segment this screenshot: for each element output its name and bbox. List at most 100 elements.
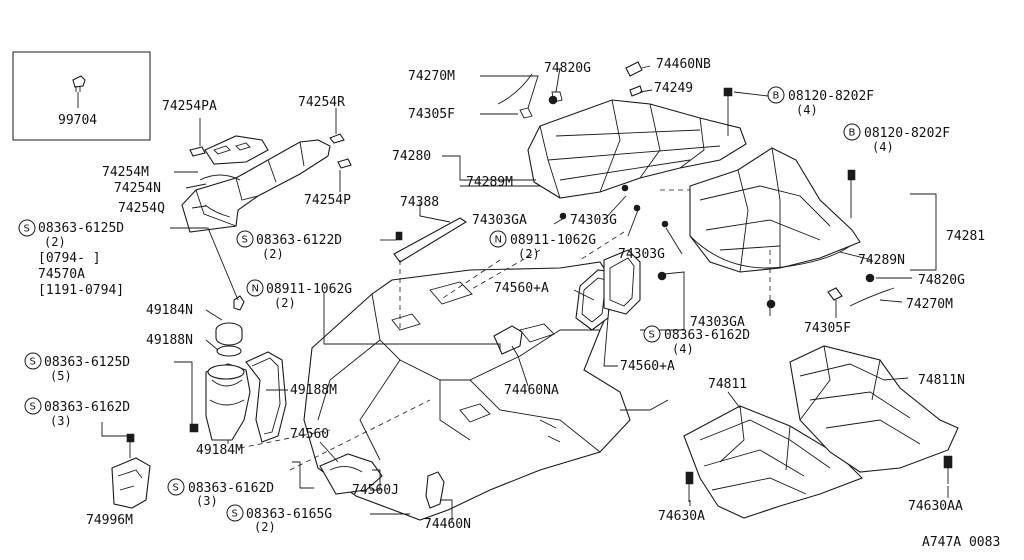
callout-08911-1062G-a-qty: (2)	[274, 296, 296, 310]
prefix-s-letter: S	[24, 224, 30, 235]
callout-74249: 74249	[654, 81, 693, 96]
callout-08363-6162D-a-qty: (3)	[50, 414, 72, 428]
prefix-s-letter: S	[30, 402, 36, 413]
callout-08911-1062G-a: 08911-1062G	[266, 282, 352, 297]
callout-74570A: 74570A	[38, 267, 85, 282]
inset-box	[12, 51, 151, 141]
under-cover-74811-drawing	[683, 405, 863, 519]
callout-74560-plus-a-2: 74560+A	[620, 359, 675, 374]
callout-49188N: 49188N	[146, 333, 193, 348]
callout-74460N: 74460N	[424, 517, 471, 532]
prefix-b-mark	[767, 86, 785, 104]
prefix-n-letter: N	[252, 284, 259, 295]
prefix-s-letter: S	[242, 235, 248, 246]
callout-08120-8202F-b-qty: (4)	[872, 140, 894, 154]
callout-08363-6125D-qty: (2)	[44, 235, 66, 249]
callout-74811: 74811	[708, 377, 747, 392]
diagram-code: A747A 0083	[922, 535, 1000, 550]
fender-liner-drawing	[181, 133, 352, 233]
projection-lines	[239, 189, 771, 471]
under-cover-74811N-drawing	[789, 345, 959, 484]
cover-74280-drawing	[497, 61, 747, 220]
callout-74820G-b: 74820G	[918, 273, 965, 288]
prefix-s-mark	[18, 219, 36, 237]
callout-08363-6162D-b: 08363-6162D	[664, 328, 750, 343]
leader-lines	[77, 65, 949, 522]
prefix-b-mark	[843, 123, 861, 141]
callout-74254M: 74254M	[102, 165, 149, 180]
callout-08363-6162D-a: 08363-6162D	[44, 400, 130, 415]
callout-74460NB: 74460NB	[656, 57, 711, 72]
callout-74811N: 74811N	[918, 373, 965, 388]
plug-49184N-drawing	[215, 295, 245, 357]
callout-74560-plus-a: 74560+A	[494, 281, 549, 296]
callout-08363-6165G-qty: (2)	[254, 520, 276, 534]
callout-74254N: 74254N	[114, 181, 161, 196]
callout-date-0794: [0794- ]	[38, 251, 101, 266]
prefix-s-letter: S	[173, 483, 179, 494]
callout-08120-8202F-b: 08120-8202F	[864, 126, 950, 141]
prefix-s-letter: S	[649, 330, 655, 341]
prefix-s-letter: S	[30, 357, 36, 368]
callout-74281: 74281	[946, 229, 985, 244]
callout-74254PA: 74254PA	[162, 99, 217, 114]
prefix-b-letter: B	[773, 91, 780, 102]
callouts: 99704 74254PA 74254R 74254M 74254N 74254…	[18, 57, 1000, 550]
prefix-s-mark	[167, 478, 185, 496]
callout-74270M-a: 74270M	[408, 69, 455, 84]
prefix-s-mark	[24, 352, 42, 370]
callout-08363-6125D-b: 08363-6125D	[44, 355, 130, 370]
prefix-n-mark	[246, 279, 264, 297]
callout-74270M-b: 74270M	[906, 297, 953, 312]
callout-99704: 99704	[58, 113, 97, 128]
callout-74289M: 74289M	[466, 175, 513, 190]
callout-74388: 74388	[400, 195, 439, 210]
callout-74289N: 74289N	[858, 253, 905, 268]
callout-74820G-a: 74820G	[544, 61, 591, 76]
prefix-s-mark	[226, 504, 244, 522]
clip-99704-drawing	[72, 75, 86, 92]
callout-08363-6165G: 08363-6165G	[246, 507, 332, 522]
callout-74996M: 74996M	[86, 513, 133, 528]
prefix-b-letter: B	[849, 128, 856, 139]
callout-74303GA-b: 74303GA	[690, 315, 745, 330]
callout-74305F-a: 74305F	[408, 107, 455, 122]
callout-74630AA: 74630AA	[908, 499, 963, 514]
filler-boot-drawing	[189, 351, 287, 443]
callout-74254R: 74254R	[298, 95, 345, 110]
callout-74560: 74560	[290, 427, 329, 442]
cover-74281-drawing	[657, 147, 895, 309]
callout-74280: 74280	[392, 149, 431, 164]
callout-74303G-a: 74303G	[570, 213, 617, 228]
callout-08120-8202F-a-qty: (4)	[796, 103, 818, 117]
prefix-n-mark	[489, 230, 507, 248]
callout-74630A: 74630A	[658, 509, 705, 524]
callout-08363-6125D-b-qty: (5)	[50, 369, 72, 383]
prefix-n-letter: N	[495, 235, 502, 246]
prefix-s-letter: S	[232, 509, 238, 520]
prefix-s-mark	[24, 397, 42, 415]
callout-08363-6122D: 08363-6122D	[256, 233, 342, 248]
callout-49184M: 49184M	[196, 443, 243, 458]
callout-date-1191: [1191-0794]	[38, 283, 124, 298]
callout-74254Q: 74254Q	[118, 201, 165, 216]
prefix-s-mark	[643, 325, 661, 343]
prefix-s-mark	[236, 230, 254, 248]
callout-08363-6162D-c: 08363-6162D	[188, 481, 274, 496]
callout-49184N: 49184N	[146, 303, 193, 318]
reinforcement-74388-drawing	[393, 217, 468, 263]
callout-08120-8202F-a: 08120-8202F	[788, 89, 874, 104]
callout-74303G-b: 74303G	[618, 247, 665, 262]
callout-74254P: 74254P	[304, 193, 351, 208]
callout-08911-1062G-b-qty: (2)	[518, 247, 540, 261]
callout-08363-6162D-b-qty: (4)	[672, 342, 694, 356]
callout-08363-6125D: 08363-6125D	[38, 221, 124, 236]
callout-08363-6162D-c-qty: (3)	[196, 494, 218, 508]
callout-08363-6122D-qty: (2)	[262, 247, 284, 261]
floor-panel-drawing	[303, 261, 631, 521]
callout-08911-1062G-b: 08911-1062G	[510, 233, 596, 248]
callout-49188M: 49188M	[290, 383, 337, 398]
bracket-74996M-drawing	[111, 433, 151, 509]
